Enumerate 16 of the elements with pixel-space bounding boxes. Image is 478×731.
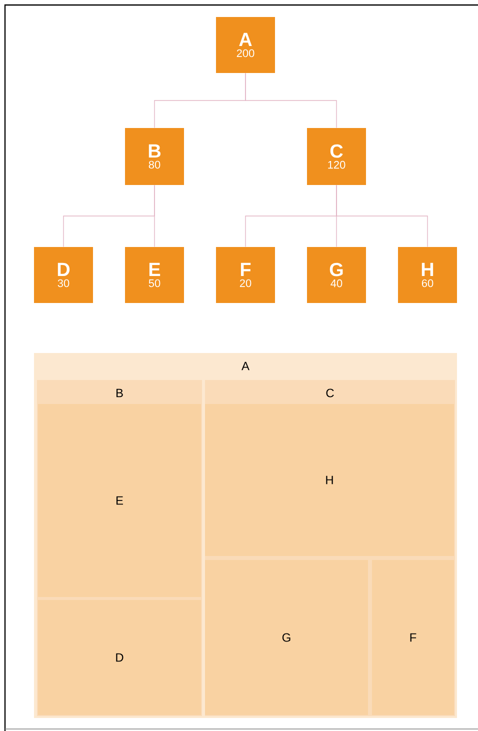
treemap-cell: E <box>38 404 201 597</box>
connector-line <box>336 184 428 248</box>
tree-node-box: F 20 <box>216 247 275 303</box>
treemap-cell: D <box>38 600 201 715</box>
connector-line <box>245 72 337 128</box>
tree-node-box: A 200 <box>216 17 275 73</box>
treemap-cell: G <box>205 560 368 715</box>
connector-line <box>154 184 155 248</box>
tree-node-box: B 80 <box>125 128 184 185</box>
tree-node-box: D 30 <box>34 247 93 303</box>
tree-node-box: G 40 <box>307 247 366 303</box>
treemap-cell: F <box>372 560 454 715</box>
tree-node-box: E 50 <box>125 247 184 303</box>
treemap-cell: H <box>205 404 454 556</box>
tree-node-box: H 60 <box>398 247 457 303</box>
tree-node-box: C 120 <box>307 128 366 185</box>
